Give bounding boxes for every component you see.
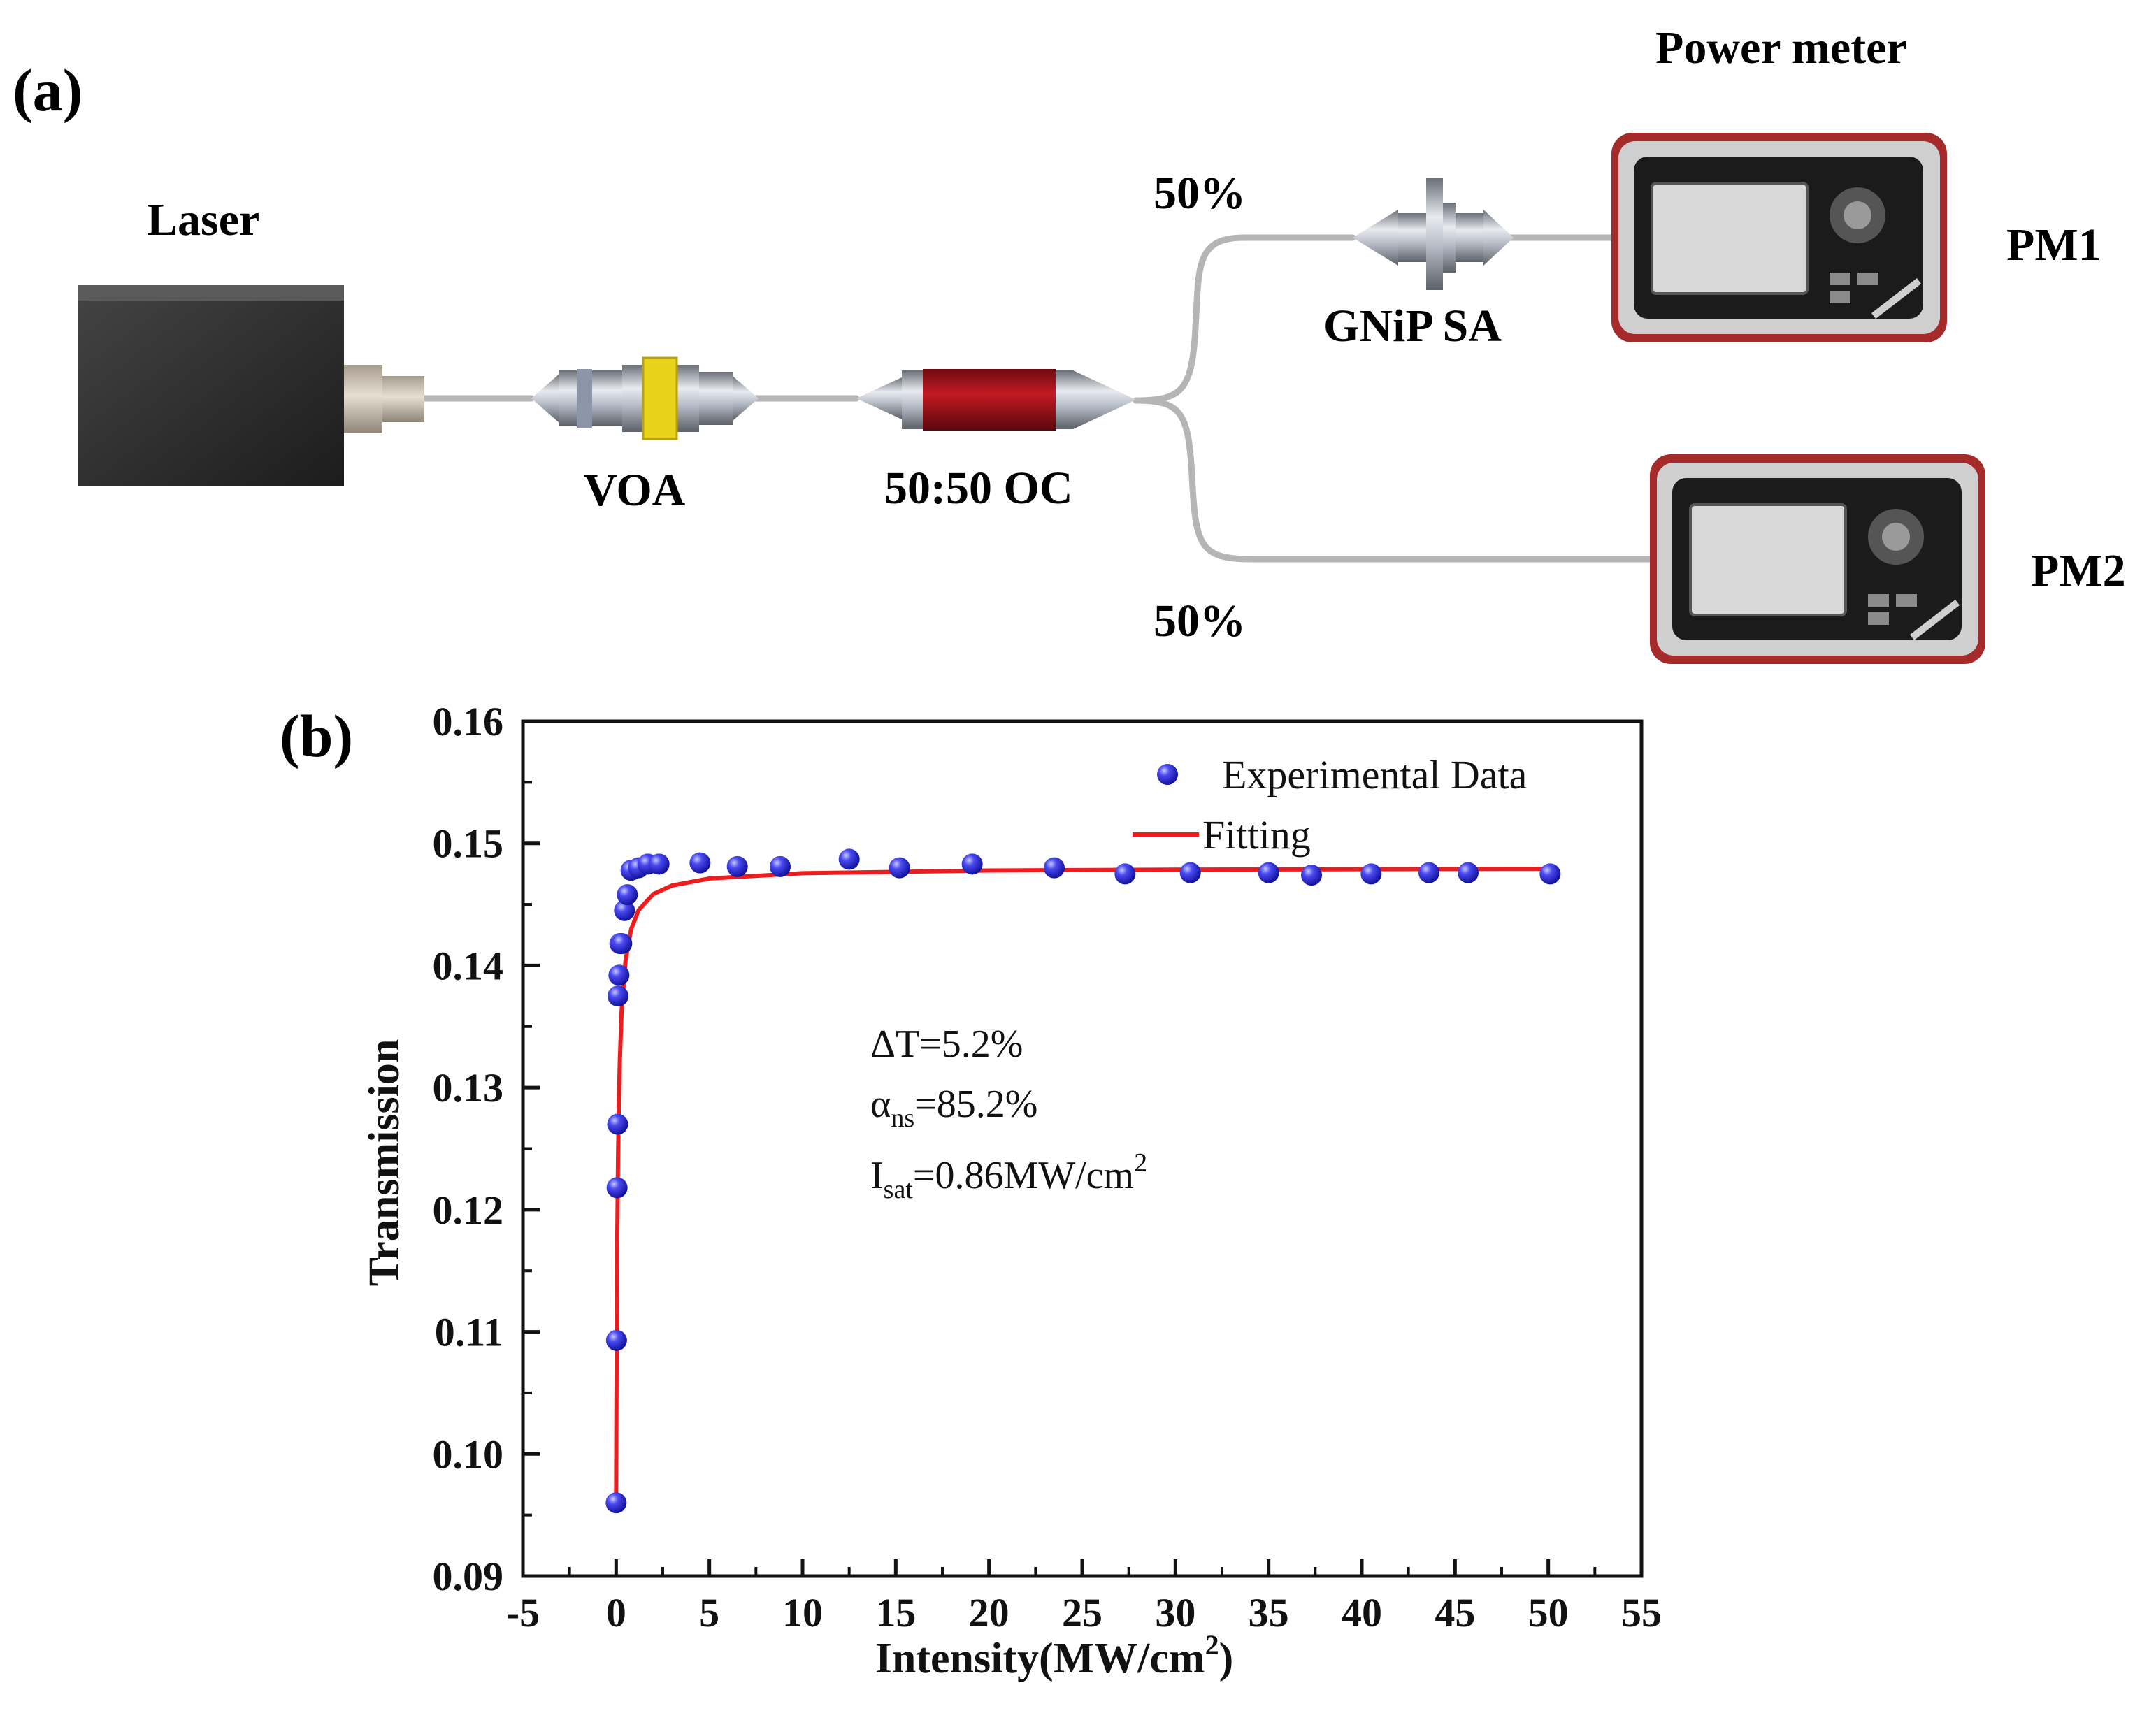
alpha-symbol: α <box>870 1083 891 1126</box>
panel-b-label: (b) <box>280 702 353 769</box>
panel-a-label: (a) <box>13 57 82 124</box>
data-point <box>608 985 628 1007</box>
y-tick-label: 0.11 <box>435 1310 503 1355</box>
fiber-paths <box>416 234 1660 563</box>
y-tick-label: 0.12 <box>433 1187 504 1233</box>
data-point <box>648 853 670 875</box>
transmission-chart: -5 0 5 10 15 20 25 30 35 40 45 50 55 0.09 0.10 0.11 0.12… <box>361 699 1662 1682</box>
x-tick-label: 50 <box>1528 1590 1569 1635</box>
x-axis-title-superscript: 2 <box>1205 1629 1219 1661</box>
x-axis-title-main: Intensity(MW/cm <box>875 1635 1205 1682</box>
laser-source <box>78 285 424 486</box>
x-tick-label: 40 <box>1342 1590 1382 1635</box>
legend-label-fitting: Fitting <box>1202 812 1311 858</box>
laser-label: Laser <box>147 194 259 245</box>
data-point <box>605 1492 627 1514</box>
x-tick-label: 45 <box>1435 1590 1475 1635</box>
fiber-lower-branch <box>1133 397 1660 563</box>
data-point <box>608 964 630 986</box>
y-tick-label: 0.10 <box>433 1431 504 1477</box>
x-tick-label: 10 <box>782 1590 823 1635</box>
x-tick-label: 55 <box>1621 1590 1662 1635</box>
data-point <box>770 855 791 877</box>
coupler-label: 50:50 OC <box>884 463 1072 514</box>
x-tick-label: 5 <box>699 1590 719 1635</box>
delta-t-text: ΔT=5.2% <box>870 1023 1023 1066</box>
data-point <box>1360 863 1382 885</box>
data-point <box>1258 862 1279 883</box>
y-tick-label: 0.13 <box>433 1065 504 1111</box>
alpha-subscript: ns <box>891 1104 914 1133</box>
data-point <box>889 857 910 879</box>
data-point <box>614 899 635 921</box>
power-meter-title: Power meter <box>1655 22 1907 73</box>
isat-value: =0.86MW/cm <box>913 1154 1134 1197</box>
data-point <box>617 884 638 906</box>
x-tick-label: 15 <box>875 1590 916 1635</box>
data-point <box>1301 865 1322 886</box>
sa-label: GNiP SA <box>1323 301 1502 352</box>
data-point <box>611 932 633 954</box>
upper-ratio-label: 50% <box>1154 168 1246 219</box>
y-tick-label: 0.14 <box>433 943 504 988</box>
optical-coupler <box>856 369 1136 431</box>
data-point <box>605 1329 627 1351</box>
data-point <box>607 1113 628 1135</box>
x-tick-label: 30 <box>1155 1590 1195 1635</box>
lower-ratio-label: 50% <box>1154 595 1246 646</box>
voa-device <box>531 356 759 440</box>
isat-subscript: sat <box>884 1175 914 1204</box>
data-point <box>726 855 748 877</box>
data-point <box>1418 862 1439 883</box>
x-axis-title: Intensity(MW/cm2) <box>875 1629 1233 1682</box>
saturable-absorber <box>1353 178 1514 290</box>
y-tick-label: 0.15 <box>433 821 504 867</box>
alpha-value: =85.2% <box>914 1083 1037 1126</box>
x-tick-label: -5 <box>506 1590 540 1635</box>
isat-symbol: I <box>870 1154 884 1197</box>
data-point <box>1458 862 1479 883</box>
x-tick-label: 0 <box>606 1590 626 1635</box>
x-tick-label: 25 <box>1062 1590 1102 1635</box>
y-tick-label: 0.16 <box>433 699 504 744</box>
data-point <box>838 848 860 870</box>
voa-label: VOA <box>584 465 686 516</box>
y-tick-label: 0.09 <box>433 1554 504 1599</box>
data-point <box>1539 863 1561 885</box>
data-point <box>689 852 711 874</box>
isat-text: Isat=0.86MW/cm2 <box>870 1148 1147 1204</box>
legend-marker-experimental <box>1157 764 1178 785</box>
y-axis-title: Transmission <box>361 1039 408 1287</box>
pm1-label: PM1 <box>2006 219 2101 270</box>
data-point <box>1114 863 1136 885</box>
data-point <box>961 853 983 875</box>
data-point <box>1044 857 1065 879</box>
x-axis-title-end: ) <box>1219 1635 1234 1682</box>
isat-superscript: 2 <box>1134 1148 1147 1178</box>
fiber-upper-branch <box>1133 234 1356 404</box>
power-meter-1 <box>1611 133 1947 342</box>
plot-frame <box>521 719 1644 1578</box>
power-meter-2 <box>1650 454 1985 664</box>
alpha-ns-text: αns=85.2% <box>870 1083 1037 1133</box>
legend-label-experimental: Experimental Data <box>1222 752 1527 797</box>
pm2-label: PM2 <box>2031 545 2126 596</box>
data-point <box>1179 862 1201 883</box>
data-point <box>606 1177 628 1199</box>
fit-parameters: ΔT=5.2% αns=85.2% Isat=0.86MW/cm2 <box>870 1023 1147 1204</box>
x-tick-label: 20 <box>969 1590 1009 1635</box>
x-tick-label: 35 <box>1249 1590 1289 1635</box>
